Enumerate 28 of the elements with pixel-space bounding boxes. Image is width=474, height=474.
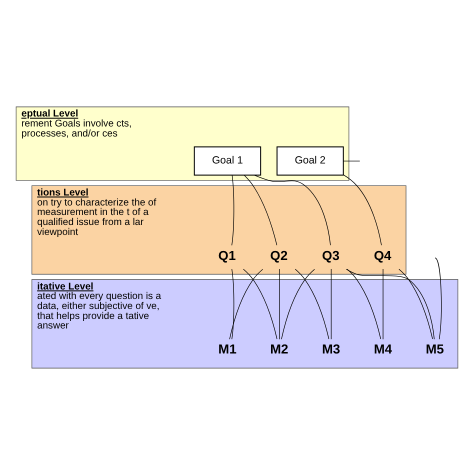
- connector: [434, 257, 442, 340]
- connector: [244, 174, 278, 246]
- connector: [343, 174, 382, 245]
- connector: [231, 174, 234, 246]
- node-text: Q1: [218, 247, 236, 262]
- connector: [294, 268, 330, 339]
- connector: [232, 268, 234, 340]
- node-text: Q3: [322, 247, 340, 262]
- node-text: Q2: [270, 247, 288, 262]
- connector: [382, 268, 384, 340]
- connector: [398, 268, 433, 339]
- connector: [346, 268, 382, 339]
- connector: [330, 268, 332, 340]
- connector: [243, 268, 278, 339]
- node-text: M4: [374, 341, 392, 356]
- node-text: M1: [218, 341, 237, 356]
- connector: [229, 268, 264, 340]
- node-text: Q4: [374, 247, 392, 262]
- connector: [279, 268, 280, 340]
- node-text: M5: [426, 341, 444, 356]
- node-box: Goal 2: [276, 146, 344, 176]
- node-text: M2: [270, 341, 288, 356]
- node-box: Goal 1: [194, 146, 262, 176]
- connector: [254, 174, 331, 245]
- connector: [281, 268, 315, 340]
- connector: [346, 268, 435, 340]
- connector: [343, 160, 360, 161]
- node-text: M3: [322, 341, 340, 356]
